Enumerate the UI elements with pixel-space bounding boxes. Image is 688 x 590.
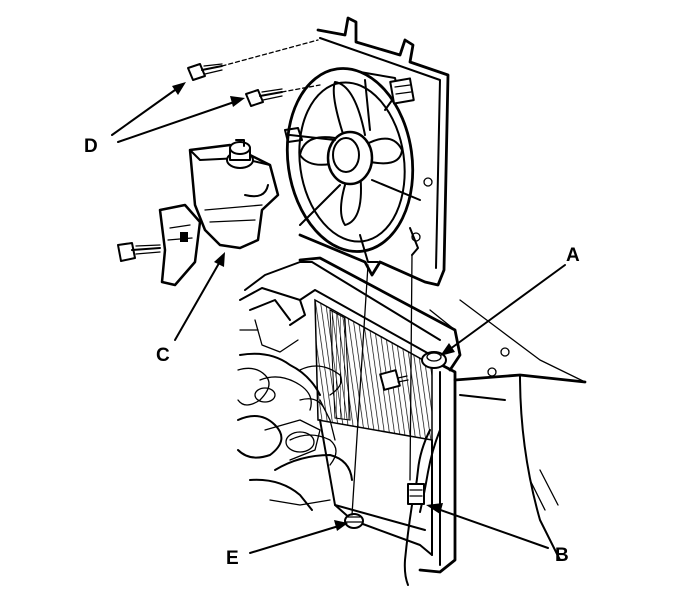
- leader-arrows: [111, 82, 566, 554]
- reserve-tank: [117, 139, 280, 287]
- callout-a: A: [566, 245, 580, 266]
- callout-d: D: [84, 136, 98, 157]
- callout-b: B: [555, 545, 569, 566]
- radiator: [244, 256, 462, 586]
- callout-c: C: [156, 345, 170, 366]
- body-panel: [429, 299, 587, 561]
- engine-bay: [237, 287, 353, 511]
- fan-shroud: [284, 16, 450, 287]
- alignment-lines: [351, 254, 413, 516]
- callout-e: E: [226, 548, 239, 569]
- bolts-d: [187, 39, 321, 107]
